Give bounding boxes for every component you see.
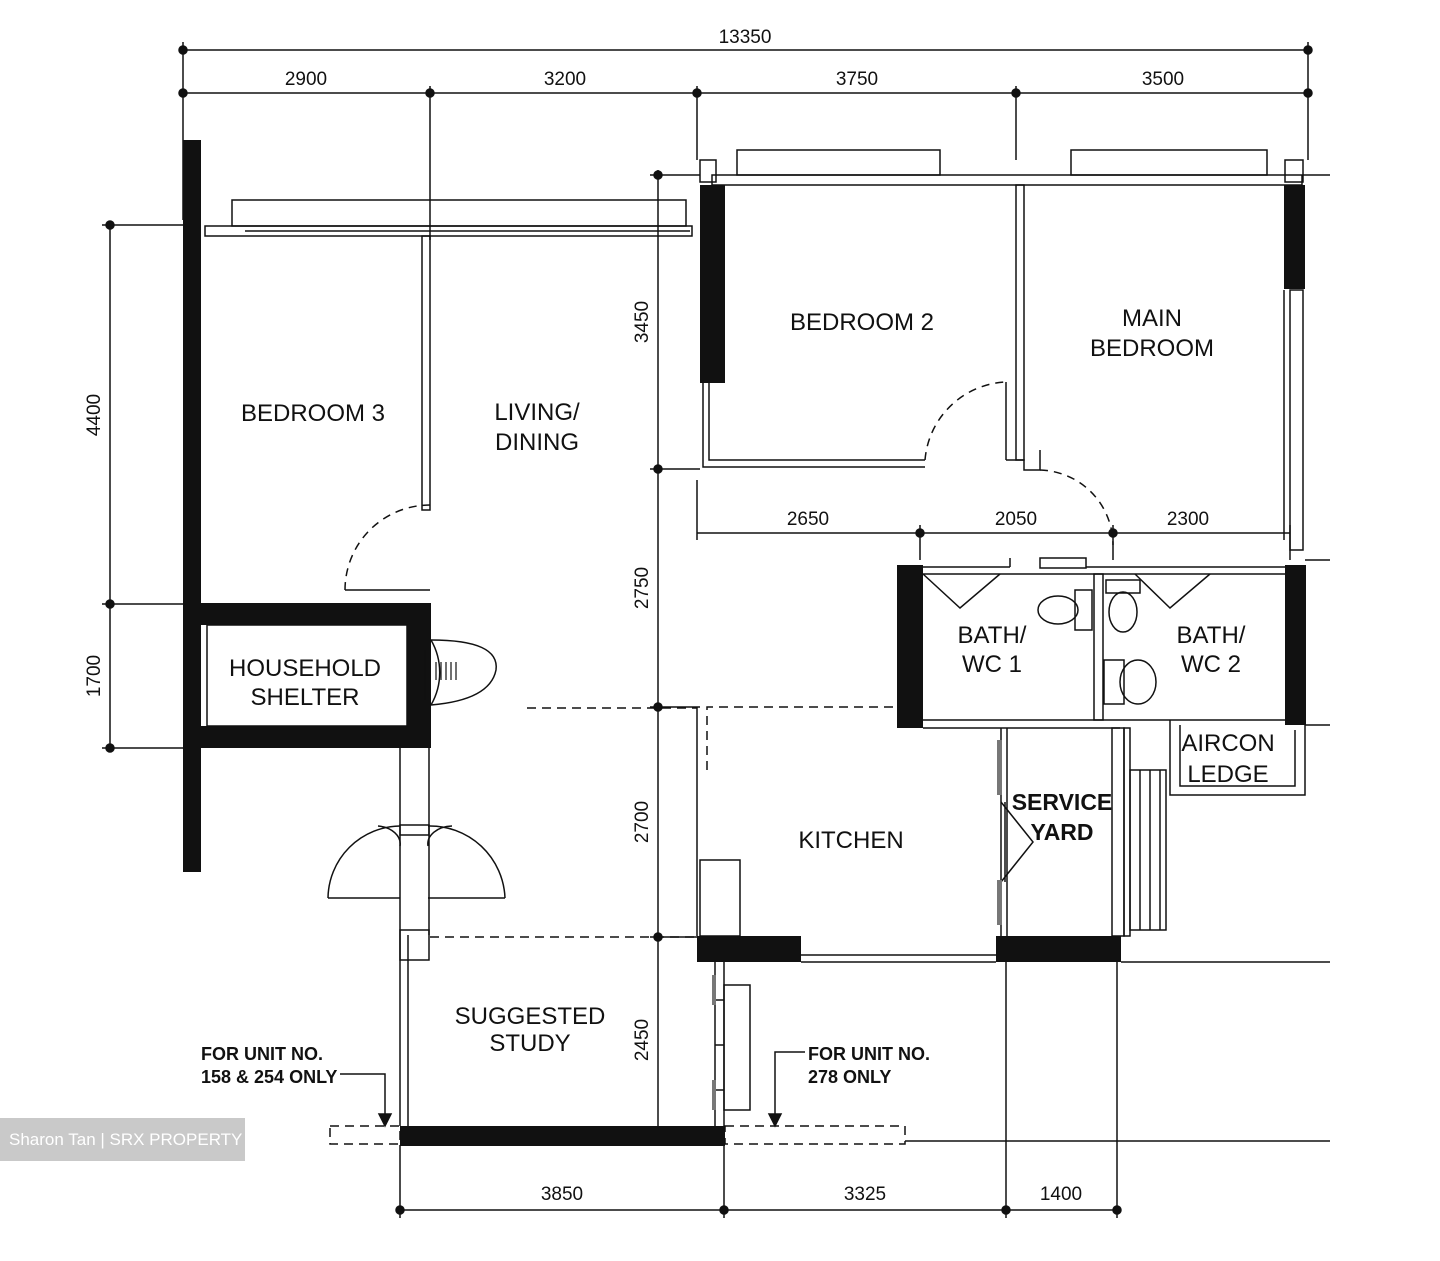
sanitary-fixtures [1037, 579, 1157, 705]
dim-left-2: 1700 [84, 655, 105, 697]
basin-icon [1103, 659, 1157, 705]
dim-top-3: 3750 [836, 69, 878, 90]
room-shelter-line2: SHELTER [251, 684, 360, 711]
unit-notes: FOR UNIT NO. 158 & 254 ONLY FOR UNIT NO.… [201, 1044, 930, 1087]
dim-center-1: 3450 [632, 301, 653, 343]
note-unit-a-line1: FOR UNIT NO. [201, 1044, 323, 1064]
room-labels: BEDROOM 3 LIVING/ DINING BEDROOM 2 MAIN … [229, 305, 1275, 1057]
room-kitchen: KITCHEN [798, 827, 903, 854]
dim-bottom-2: 3325 [844, 1184, 886, 1205]
note-unit-b-line1: FOR UNIT NO. [808, 1044, 930, 1064]
room-main-bedroom-line1: MAIN [1122, 305, 1182, 332]
room-study-line1: SUGGESTED [455, 1003, 606, 1030]
dim-top-4: 3500 [1142, 69, 1184, 90]
dashed-lines [329, 706, 906, 1145]
room-shelter-line1: HOUSEHOLD [229, 655, 381, 682]
dim-center-4: 2450 [632, 1019, 653, 1061]
dim-top-1: 2900 [285, 69, 327, 90]
watermark-label: Sharon Tan | SRX PROPERTY [0, 1118, 245, 1161]
dim-center-3: 2700 [632, 801, 653, 843]
note-unit-b-line2: 278 ONLY [808, 1067, 891, 1087]
dim-top-total: 13350 [719, 27, 772, 48]
dim-mid-2: 2050 [995, 509, 1037, 530]
room-bath-1-line1: BATH/ [958, 622, 1027, 649]
structural-walls [183, 140, 1306, 1146]
note-unit-a-line2: 158 & 254 ONLY [201, 1067, 337, 1087]
room-aircon-ledge-line2: LEDGE [1187, 761, 1268, 788]
dim-mid-3: 2300 [1167, 509, 1209, 530]
room-main-bedroom-line2: BEDROOM [1090, 335, 1214, 362]
dim-bottom-1: 3850 [541, 1184, 583, 1205]
room-service-yard-line1: SERVICE [1012, 789, 1113, 815]
dim-mid-1: 2650 [787, 509, 829, 530]
room-bath-2-line1: BATH/ [1177, 622, 1246, 649]
room-aircon-ledge-line1: AIRCON [1181, 730, 1274, 757]
windows [204, 149, 1330, 551]
room-bedroom-2: BEDROOM 2 [790, 309, 934, 336]
toilet-icon [1037, 589, 1093, 631]
partitions [206, 184, 1330, 1142]
room-bath-2-line2: WC 2 [1181, 651, 1241, 678]
dim-left-1: 4400 [84, 394, 105, 436]
dim-top-2: 3200 [544, 69, 586, 90]
dim-bottom-3: 1400 [1040, 1184, 1082, 1205]
room-bedroom-3: BEDROOM 3 [241, 400, 385, 427]
room-bath-1-line2: WC 1 [962, 651, 1022, 678]
service-yard-jambs [712, 740, 1002, 1110]
dimension-labels: 13350 2900 3200 3750 3500 4400 1700 3450… [84, 27, 1209, 1205]
dim-center-2: 2750 [632, 567, 653, 609]
room-living-line1: LIVING/ [494, 399, 580, 426]
room-service-yard-line2: YARD [1030, 819, 1093, 845]
dimension-lines [102, 42, 1313, 1218]
room-study-line2: STUDY [489, 1030, 570, 1057]
toilet-icon [1105, 579, 1141, 633]
note-arrows [340, 1051, 805, 1128]
room-living-line2: DINING [495, 429, 579, 456]
door-swings [327, 381, 1114, 899]
